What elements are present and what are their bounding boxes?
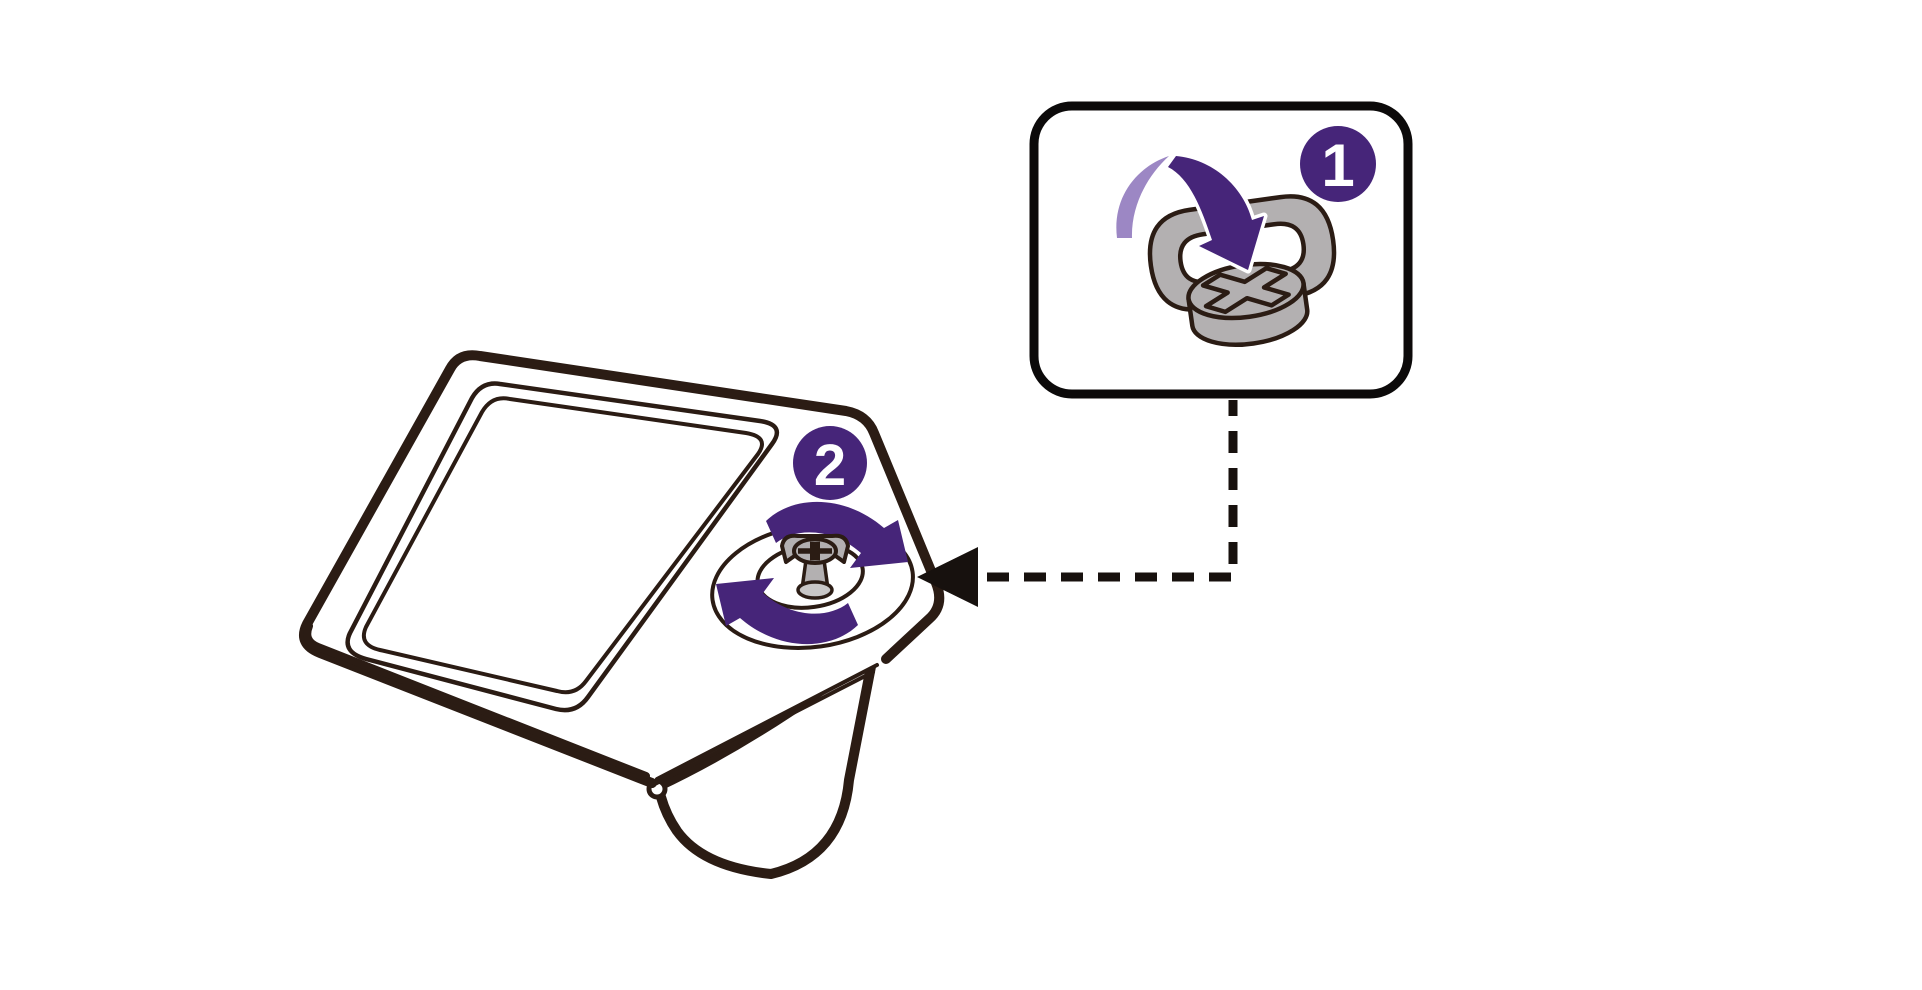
step-1-badge: 1 [1300, 126, 1376, 202]
motion-trail-icon [1116, 156, 1169, 238]
rotation-arrow-bottom [716, 578, 858, 645]
step-1-badge-circle [1300, 126, 1376, 202]
inset-panel: 1 [1029, 101, 1413, 399]
device-side-highlight [308, 648, 650, 783]
thumbscrew-icon [780, 533, 850, 600]
step-1-badge-label: 1 [1321, 132, 1354, 199]
coin-screw-icon [1181, 261, 1310, 347]
phillips-cross-icon [798, 541, 832, 561]
device-screen-bezel [345, 381, 780, 713]
device-screen-face [361, 396, 764, 695]
flip-arrow-icon [1164, 152, 1268, 274]
callout-arrowhead-icon [917, 547, 978, 607]
device-underside-edge-lower [651, 670, 875, 787]
step-2-badge-label: 2 [814, 433, 846, 498]
device-illustration: 2 [299, 350, 945, 879]
coin-cross-slot-icon [1181, 261, 1310, 319]
device-face-edge [303, 622, 650, 780]
screw-foot [796, 580, 834, 600]
device-body [303, 355, 940, 783]
callout-dashed-line [987, 400, 1238, 582]
device-underside-edge [655, 663, 879, 781]
step-2-badge: 2 [793, 426, 867, 500]
step-2-badge-circle [793, 426, 867, 500]
callout-connector [917, 400, 1238, 607]
